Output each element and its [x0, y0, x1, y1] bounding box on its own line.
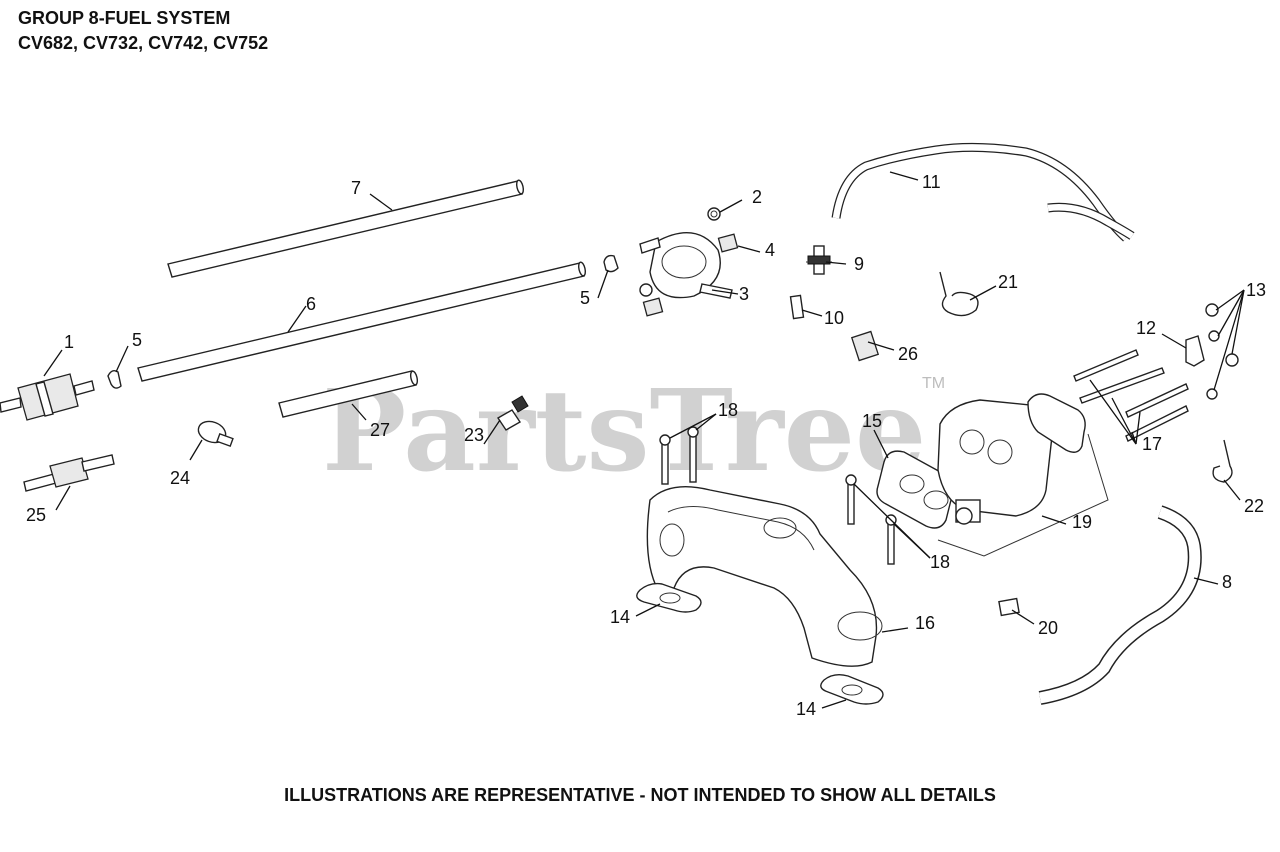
- diagram-title: GROUP 8-FUEL SYSTEM: [18, 8, 231, 28]
- callout-7: 7: [351, 178, 361, 198]
- disclaimer-footer: ILLUSTRATIONS ARE REPRESENTATIVE - NOT I…: [284, 785, 996, 805]
- callout-13: 13: [1246, 280, 1266, 300]
- part-22-clamp: [1212, 439, 1233, 483]
- callouts: 1 2 3 4 5 5 6 7 8 9 10 11 12 13 14 14 15…: [26, 172, 1266, 719]
- part-14-gasket-lower: [820, 673, 884, 705]
- callout-12: 12: [1136, 318, 1156, 338]
- part-3-fuel-pump: [639, 232, 733, 317]
- part-10-tube: [789, 294, 805, 320]
- part-7-fuel-line: [167, 179, 525, 278]
- callout-4: 4: [765, 240, 775, 260]
- callout-9: 9: [854, 254, 864, 274]
- callout-22: 22: [1244, 496, 1264, 516]
- part-15-gasket: [876, 450, 954, 529]
- callout-3: 3: [739, 284, 749, 304]
- part-5-clamp-upper: [603, 254, 619, 273]
- callout-11: 11: [922, 172, 941, 192]
- callout-14-upper: 14: [610, 607, 630, 627]
- part-17-studs: [1073, 349, 1189, 442]
- watermark-brand: PartsTree: [322, 366, 926, 497]
- callout-17: 17: [1142, 434, 1162, 454]
- part-6-fuel-line: [137, 261, 587, 382]
- callout-14-lower: 14: [796, 699, 816, 719]
- part-1-fuel-filter: [0, 373, 95, 421]
- part-27-fuel-line: [278, 370, 419, 418]
- part-24-hose-clamp: [197, 420, 234, 448]
- part-26-sleeve: [850, 330, 880, 362]
- leader-lines: [43, 171, 1245, 709]
- callout-8: 8: [1222, 572, 1232, 592]
- part-13-nuts: [1205, 303, 1239, 400]
- callout-27: 27: [370, 420, 390, 440]
- part-16-intake-manifold: [646, 485, 883, 667]
- callout-24: 24: [170, 468, 190, 488]
- part-4-element: [717, 233, 739, 253]
- callout-1: 1: [64, 332, 74, 352]
- callout-5-left: 5: [132, 330, 142, 350]
- callout-20: 20: [1038, 618, 1058, 638]
- part-9-valve: [806, 245, 832, 275]
- part-21-clamp: [939, 271, 979, 317]
- part-11-fuel-hose: [831, 142, 1135, 242]
- callout-18-upper: 18: [718, 400, 738, 420]
- part-8-fuel-hose: [1038, 505, 1202, 705]
- part-25-fuel-filter: [23, 454, 115, 492]
- callout-10: 10: [824, 308, 844, 328]
- callout-23: 23: [464, 425, 484, 445]
- part-12-bracket: [1185, 335, 1205, 367]
- model-list: CV682, CV732, CV742, CV752: [18, 33, 269, 53]
- callout-5-upper: 5: [580, 288, 590, 308]
- callout-2: 2: [752, 187, 762, 207]
- callout-16: 16: [915, 613, 935, 633]
- callout-25: 25: [26, 505, 46, 525]
- callout-26: 26: [898, 344, 918, 364]
- part-14-gasket-upper: [636, 582, 702, 613]
- callout-19: 19: [1072, 512, 1092, 532]
- part-5-clamp-left: [107, 369, 122, 389]
- part-18-bolts-upper: [659, 426, 699, 485]
- callout-15: 15: [862, 411, 882, 431]
- callout-6: 6: [306, 294, 316, 314]
- part-23-fuel-clip: [497, 395, 529, 431]
- callout-18-lower: 18: [930, 552, 950, 572]
- callout-21: 21: [998, 272, 1018, 292]
- part-19-carburetor: [937, 393, 1109, 557]
- watermark-trademark: TM: [922, 375, 945, 392]
- part-2-fitting: [707, 207, 721, 221]
